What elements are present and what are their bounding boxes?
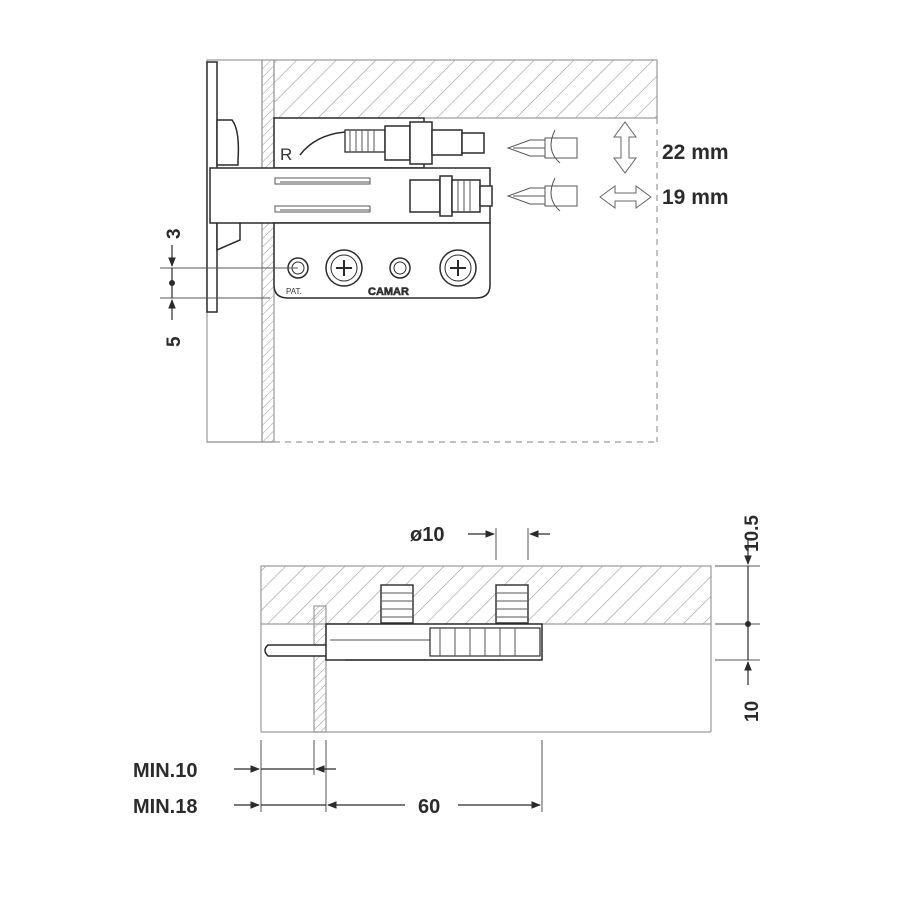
screwdriver-upper-icon: [506, 129, 578, 164]
dim-diameter-label: ø10: [410, 524, 444, 546]
dowel-right: [495, 584, 529, 624]
dim-upper-label: 3: [164, 228, 185, 239]
patent-mark: PAT.: [286, 287, 302, 296]
horizontal-adjust-arrow-icon: [599, 185, 652, 209]
screw-right-icon: [439, 249, 477, 287]
screw-left-icon: [325, 249, 363, 287]
vertical-adjust-label: 22 mm: [662, 141, 729, 164]
dimension-right: [715, 540, 760, 685]
dowel-left: [380, 584, 414, 624]
hinge-side: [264, 623, 543, 661]
horizontal-adjust-label: 19 mm: [662, 186, 729, 209]
dim-min10-label: MIN.10: [133, 760, 197, 782]
bottom-panel: [260, 565, 712, 625]
dimension-3-5: [160, 245, 298, 320]
dim-min18-label: MIN.18: [133, 796, 197, 818]
vertical-adjust-arrow-icon: [613, 121, 637, 174]
bottom-view: ø10 10.5 10 MIN.10 MIN.18: [133, 515, 763, 818]
cabinet-panel: [206, 59, 658, 443]
dim-lower-label: 5: [164, 336, 185, 347]
dim-top-right-label: 10.5: [742, 515, 763, 552]
top-view: R PAT. CAMAR: [160, 59, 729, 443]
brand-logo-text: CAMAR: [368, 286, 409, 298]
dim-bottom-right-label: 10: [742, 701, 763, 722]
dimension-bottom: [234, 740, 543, 812]
dim-60-label: 60: [418, 796, 440, 818]
dimension-diameter: [468, 528, 550, 560]
bracket-letter: R: [280, 145, 292, 164]
hinge-body: [209, 117, 493, 299]
screwdriver-lower-icon: [506, 177, 578, 212]
